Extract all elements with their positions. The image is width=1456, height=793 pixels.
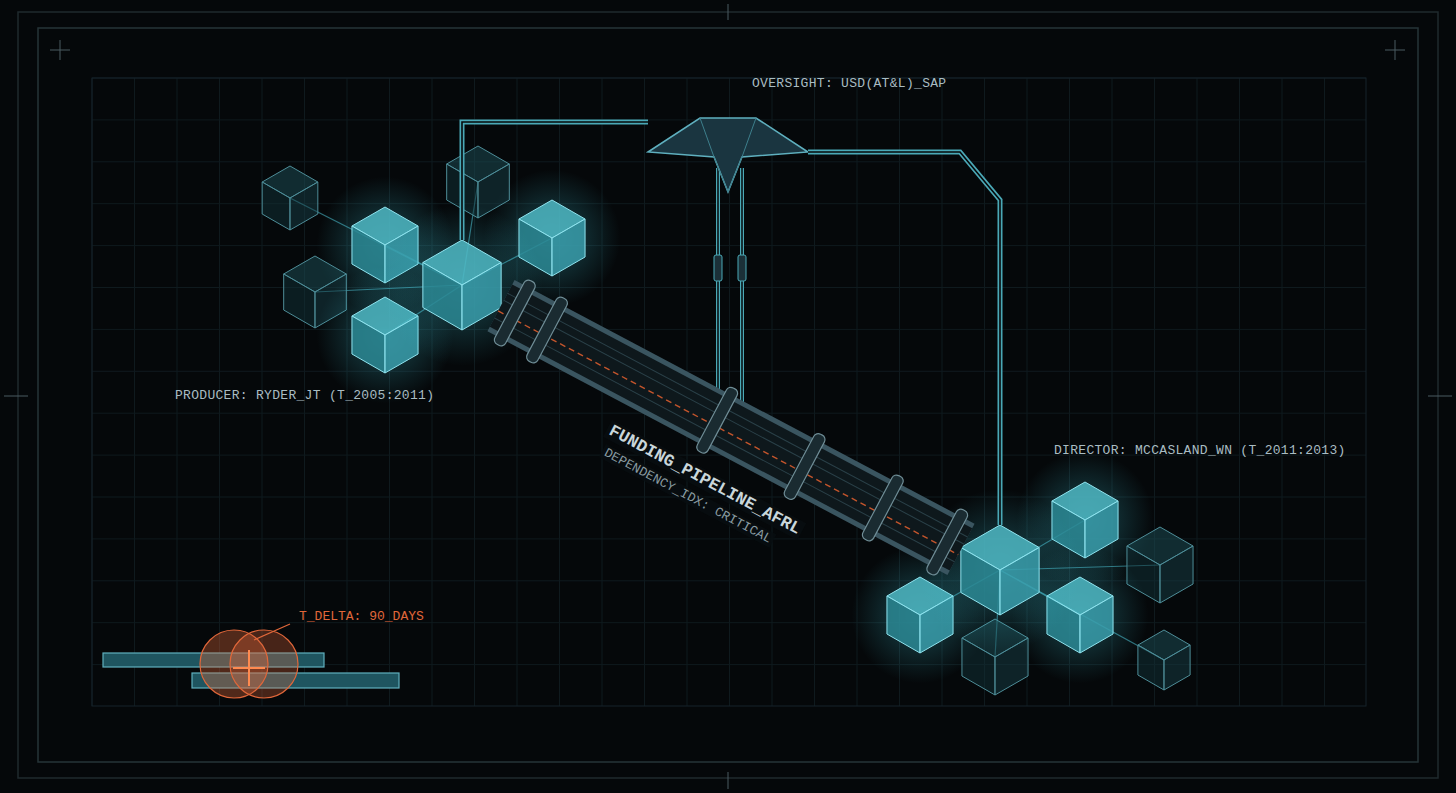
cube (1138, 630, 1190, 690)
pipeline-stripe (504, 300, 964, 544)
grid (92, 78, 1366, 706)
pipeline-ring (493, 278, 537, 347)
oversight-line-core (462, 122, 648, 240)
cube (262, 166, 318, 230)
cube-node: PRODUCER: RYDER_JT (T_2005:2011) (423, 240, 501, 330)
pipeline-ring (861, 473, 905, 542)
node-label: OVERSIGHT: USD(AT&L)_SAP (752, 76, 946, 91)
corner-marks (4, 4, 1452, 789)
inner-frame (38, 28, 1418, 762)
node-label: DIRECTOR: MCCASLAND_WN (T_2011:2013) (1054, 443, 1346, 458)
pipeline-ring (695, 386, 739, 455)
pipeline-ring (782, 432, 826, 501)
outer-frame (18, 12, 1438, 778)
cube-clusters (262, 146, 1193, 695)
cube-node: DIRECTOR: MCCASLAND_WN (T_2011:2013) (961, 525, 1039, 615)
oversight-line (462, 122, 648, 240)
pipeline-ring (525, 295, 569, 364)
funding-pipeline (493, 278, 970, 576)
timeline-overlap (103, 624, 399, 698)
pipeline-tube (501, 306, 961, 550)
delta-label: T_DELTA: 90_DAYS (296, 609, 427, 624)
oversight-link (462, 122, 648, 240)
pipeline-stripe (494, 318, 954, 562)
pipeline-core (501, 306, 961, 550)
pipeline-stripe (498, 311, 958, 555)
oversight-pyramid (648, 118, 808, 192)
oversight-node: OVERSIGHT: USD(AT&L)_SAP (648, 110, 808, 192)
pipeline-ring (925, 507, 969, 576)
oversight-drop-lines (714, 168, 746, 414)
node-label: PRODUCER: RYDER_JT (T_2005:2011) (175, 388, 434, 403)
